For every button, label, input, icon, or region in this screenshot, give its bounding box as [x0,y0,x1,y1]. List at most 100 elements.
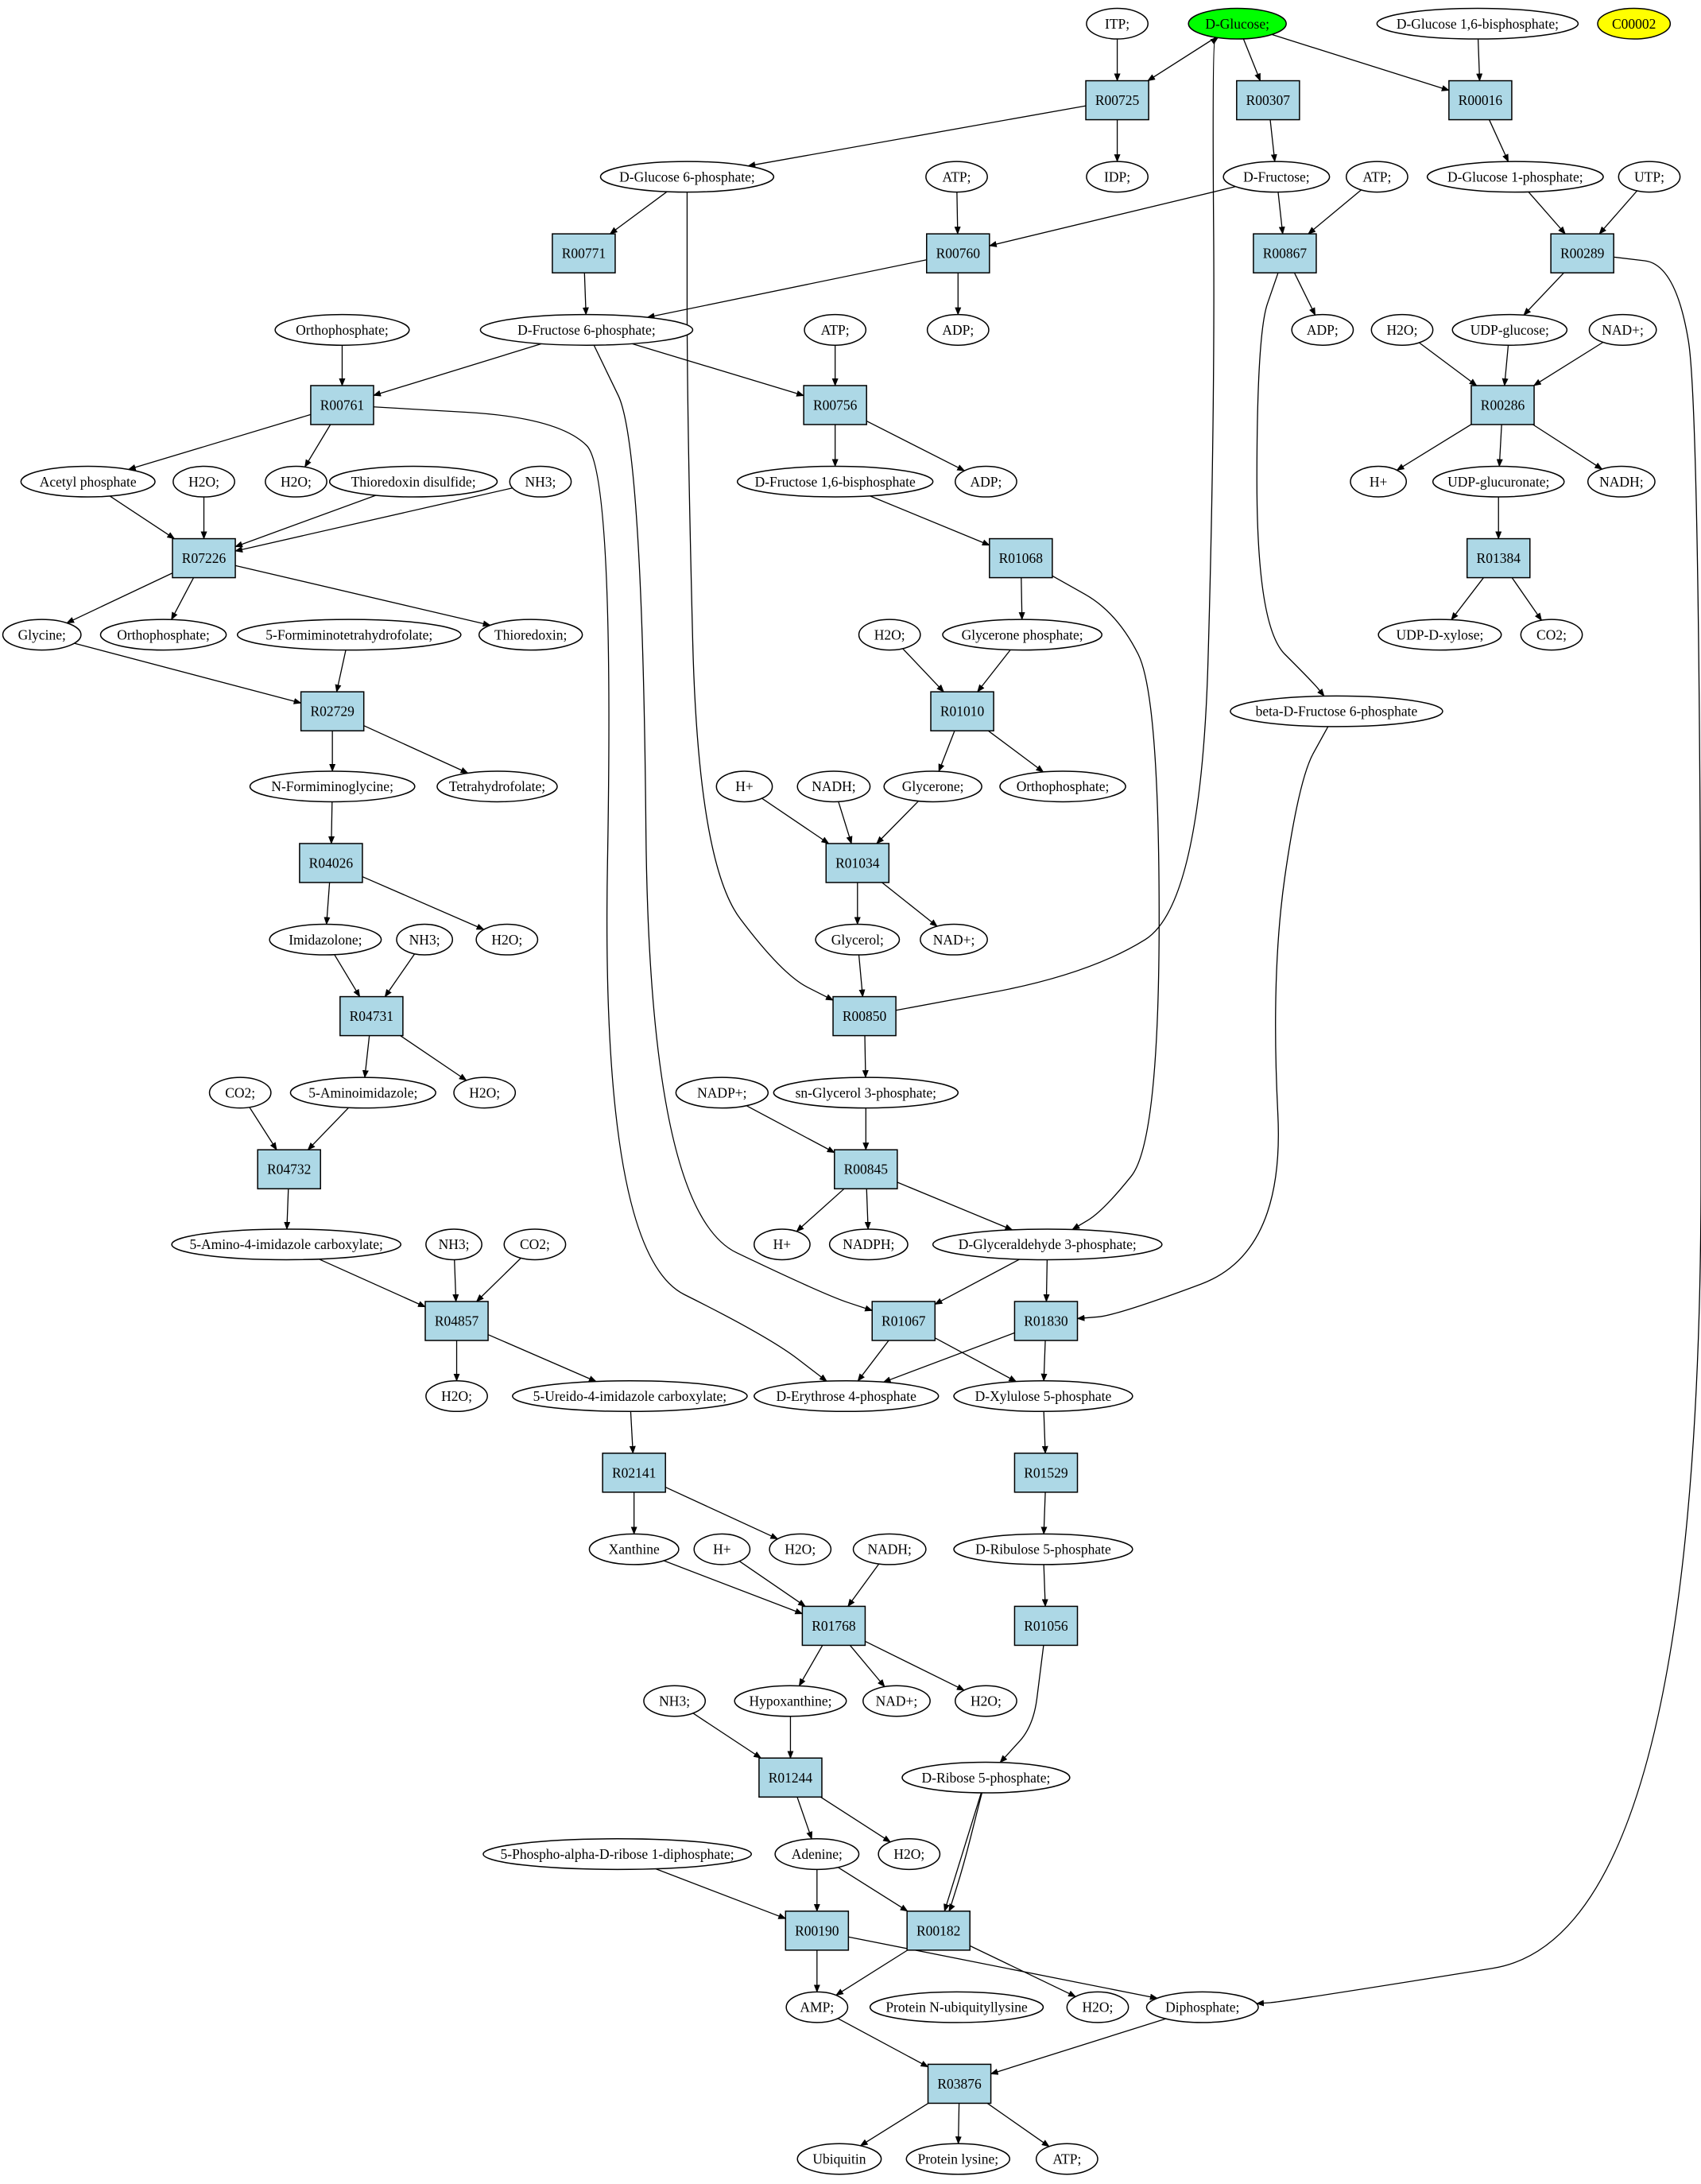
reaction-node-r07226[interactable]: R07226 [172,537,236,579]
compound-node-h2o-b[interactable]: H2O; [172,465,235,498]
compound-node-co2-b[interactable]: CO2; [208,1076,272,1109]
compound-node-glycine[interactable]: Glycine; [2,619,82,651]
compound-node-fructose[interactable]: D-Fructose; [1222,161,1331,193]
reaction-node-r04731[interactable]: R04731 [339,995,404,1037]
reaction-node-r00867[interactable]: R00867 [1253,233,1317,273]
reaction-node-r00286[interactable]: R00286 [1470,385,1535,425]
reaction-node-r01067[interactable]: R01067 [871,1301,936,1341]
compound-node-adenine[interactable]: Adenine; [774,1838,860,1871]
reaction-node-r01244[interactable]: R01244 [758,1757,823,1798]
reaction-node-r01529[interactable]: R01529 [1013,1453,1079,1493]
compound-node-nadh-b[interactable]: NADH; [796,770,871,803]
compound-node-thf[interactable]: Tetrahydrofolate; [436,770,558,803]
reaction-node-r00771[interactable]: R00771 [552,233,616,273]
reaction-node-r01830[interactable]: R01830 [1013,1301,1079,1341]
compound-node-pi-b[interactable]: Orthophosphate; [99,619,227,651]
compound-node-udpxyl[interactable]: UDP-D-xylose; [1377,619,1502,651]
reaction-node-r02729[interactable]: R02729 [300,691,365,731]
compound-node-hplus-c[interactable]: H+ [754,1228,811,1261]
reaction-node-r00307[interactable]: R00307 [1236,80,1300,121]
compound-node-nadph[interactable]: NADPH; [828,1228,909,1261]
compound-node-h2o-c[interactable]: H2O; [265,465,327,498]
compound-node-h2o-f[interactable]: H2O; [453,1076,517,1109]
compound-node-h2o-e[interactable]: H2O; [475,923,539,956]
reaction-node-r00289[interactable]: R00289 [1550,233,1614,273]
compound-node-gap[interactable]: D-Glyceraldehyde 3-phosphate; [932,1228,1163,1261]
compound-node-glc16bp[interactable]: D-Glucose 1,6-bisphosphate; [1376,7,1579,40]
compound-node-co2-c[interactable]: CO2; [503,1228,567,1261]
compound-node-udpglc[interactable]: UDP-glucose; [1451,313,1568,346]
compound-node-imidazolone[interactable]: Imidazolone; [269,923,382,956]
compound-node-h2o-k[interactable]: H2O; [1066,1991,1129,2023]
compound-node-g1p[interactable]: D-Glucose 1-phosphate; [1426,161,1604,193]
compound-node-aminoimid[interactable]: 5-Aminoimidazole; [289,1076,436,1109]
compound-node-h2o-i[interactable]: H2O; [955,1685,1017,1717]
reaction-node-r03876[interactable]: R03876 [927,2063,992,2104]
compound-node-protlys[interactable]: Protein lysine; [905,2143,1011,2175]
reaction-node-r01034[interactable]: R01034 [825,843,890,883]
compound-node-acetylp[interactable]: Acetyl phosphate [20,465,156,498]
compound-node-protub[interactable]: Protein N-ubiquityllysine [869,1991,1044,2023]
compound-node-h2o-a[interactable]: H2O; [1370,313,1434,346]
compound-node-h2o-g[interactable]: H2O; [425,1380,488,1413]
compound-node-nh3-a[interactable]: NH3; [509,465,572,498]
compound-node-ubiquitin[interactable]: Ubiquitin [796,2143,882,2175]
compound-node-nh3-c[interactable]: NH3; [425,1228,482,1261]
reaction-node-r00760[interactable]: R00760 [926,233,990,273]
compound-node-nadp-b[interactable]: NAD+; [920,923,988,956]
compound-node-r5p[interactable]: D-Ribose 5-phosphate; [901,1761,1071,1794]
compound-node-idp[interactable]: IDP; [1086,161,1149,193]
compound-node-bf6p[interactable]: beta-D-Fructose 6-phosphate [1230,695,1443,727]
compound-node-hypoxanthine[interactable]: Hypoxanthine; [734,1685,847,1717]
compound-node-ppi[interactable]: Diphosphate; [1145,1991,1259,2023]
reaction-node-r00182[interactable]: R00182 [906,1911,971,1951]
reaction-node-r00725[interactable]: R00725 [1085,80,1149,121]
compound-node-adp-a[interactable]: ADP; [926,313,990,346]
compound-node-nh3-b[interactable]: NH3; [396,923,454,956]
compound-node-co2-a[interactable]: CO2; [1520,619,1583,651]
reaction-node-r01384[interactable]: R01384 [1466,537,1531,579]
compound-node-g3p[interactable]: sn-Glycerol 3-phosphate; [773,1076,959,1109]
reaction-node-r00850[interactable]: R00850 [832,995,897,1037]
reaction-node-r01056[interactable]: R01056 [1013,1605,1079,1647]
compound-node-h2o-j[interactable]: H2O; [878,1838,941,1871]
compound-node-dhap[interactable]: Glycerone phosphate; [942,619,1103,651]
compound-node-prpp[interactable]: 5-Phospho-alpha-D-ribose 1-diphosphate; [482,1838,753,1871]
reaction-node-r04732[interactable]: R04732 [257,1149,321,1189]
compound-node-trxss[interactable]: Thioredoxin disulfide; [328,465,498,498]
compound-node-h2o-d[interactable]: H2O; [858,619,921,651]
reaction-node-r04026[interactable]: R04026 [299,843,363,883]
reaction-node-r00761[interactable]: R00761 [310,385,374,425]
compound-node-atp-d[interactable]: ATP; [1035,2143,1098,2175]
compound-node-nadh-c[interactable]: NADH; [852,1533,927,1565]
compound-node-h2o-h[interactable]: H2O; [769,1533,832,1565]
reaction-node-r02141[interactable]: R02141 [602,1453,666,1493]
compound-node-atp-b[interactable]: ATP; [1345,161,1408,193]
compound-node-nadp-c[interactable]: NAD+; [862,1685,931,1717]
compound-node-atp-c[interactable]: ATP; [804,313,867,346]
reaction-node-r00756[interactable]: R00756 [803,385,867,425]
reaction-node-r01010[interactable]: R01010 [930,691,994,731]
reaction-node-r00845[interactable]: R00845 [834,1149,898,1189]
compound-node-utp[interactable]: UTP; [1618,161,1681,193]
compound-node-g6p[interactable]: D-Glucose 6-phosphate; [599,161,775,193]
compound-node-hplus-d[interactable]: H+ [693,1533,751,1565]
reaction-node-r04857[interactable]: R04857 [424,1301,489,1341]
compound-node-f6p[interactable]: D-Fructose 6-phosphate; [479,313,694,346]
compound-node-trx[interactable]: Thioredoxin; [478,619,583,651]
compound-node-e4p[interactable]: D-Erythrose 4-phosphate [754,1380,940,1413]
compound-node-c00002[interactable]: C00002 [1597,7,1672,40]
compound-node-amp[interactable]: AMP; [785,1991,849,2023]
reaction-node-r01068[interactable]: R01068 [989,537,1053,579]
compound-node-glycerone[interactable]: Glycerone; [883,770,982,803]
compound-node-nadh-a[interactable]: NADH; [1587,465,1656,498]
compound-node-hplus-b[interactable]: H+ [715,770,773,803]
compound-node-x5p[interactable]: D-Xylulose 5-phosphate [953,1380,1133,1413]
reaction-node-r00016[interactable]: R00016 [1448,80,1513,121]
compound-node-uic[interactable]: 5-Ureido-4-imidazole carboxylate; [512,1380,748,1413]
compound-node-nh3-d[interactable]: NH3; [643,1685,707,1717]
compound-node-formgly[interactable]: N-Formiminoglycine; [249,770,416,803]
compound-node-itp[interactable]: ITP; [1086,7,1149,40]
compound-node-fthf[interactable]: 5-Formiminotetrahydrofolate; [236,619,462,651]
reaction-node-r00190[interactable]: R00190 [785,1911,850,1951]
